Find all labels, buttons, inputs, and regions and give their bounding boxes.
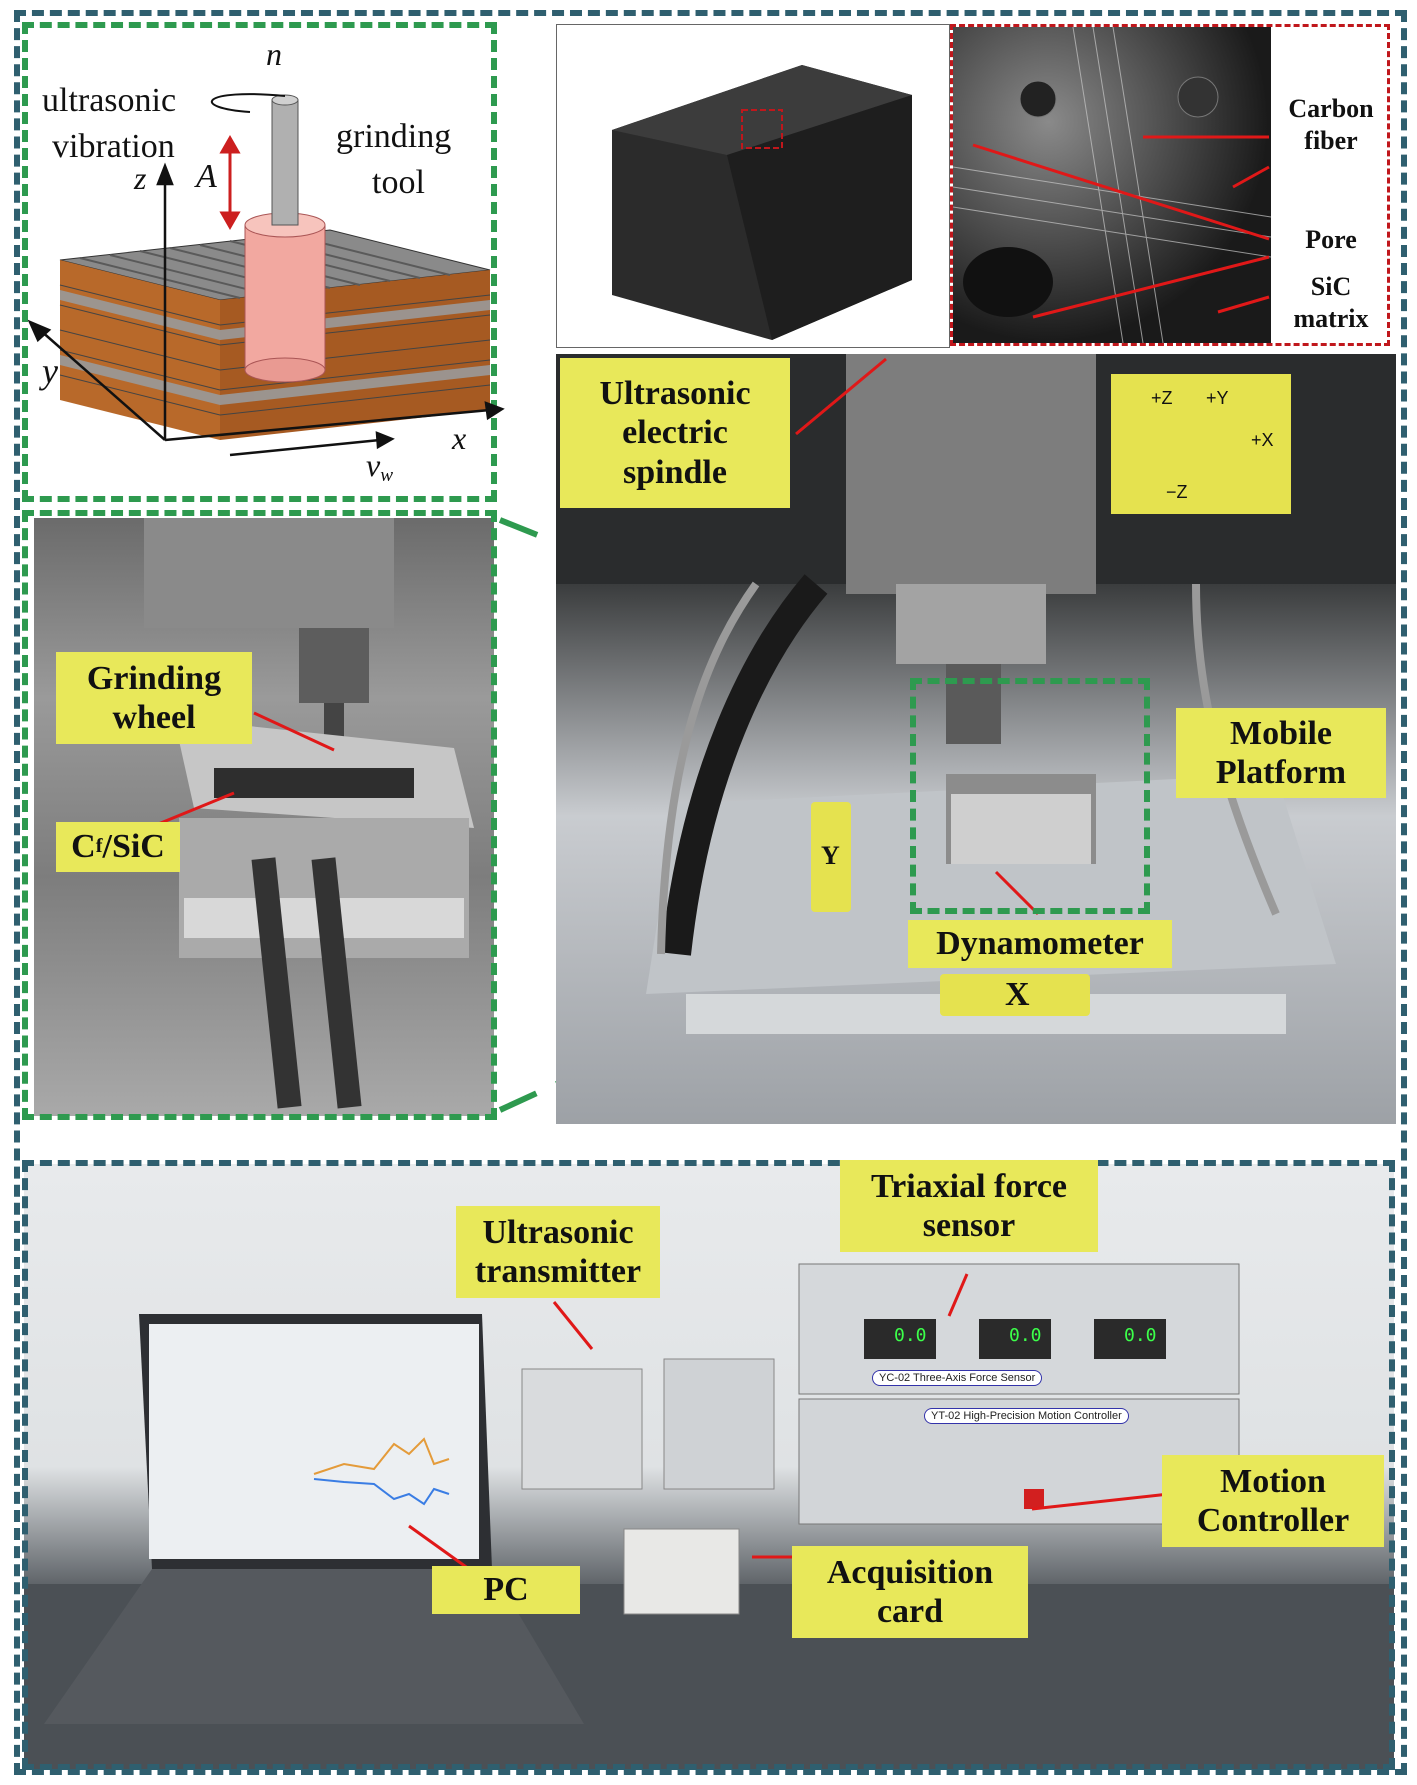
closeup-panel <box>22 510 497 1120</box>
acquisition-card-label: Acquisition card <box>792 1546 1028 1638</box>
grinding-tool-label-line1: grinding <box>336 118 452 155</box>
force-display-3: 0.0 <box>1124 1325 1157 1346</box>
ultrasonic-label-line2: vibration <box>52 128 175 165</box>
schematic-panel <box>22 22 497 502</box>
figure-frame <box>14 10 1407 1775</box>
micrograph-inset: Carbon fiber Pore SiC matrix <box>950 24 1390 346</box>
force-display-2: 0.0 <box>1009 1325 1042 1346</box>
axis-plus-z: +Z <box>1151 388 1173 408</box>
material-block-photo <box>556 24 950 348</box>
axis-minus-z: −Z <box>1166 482 1188 502</box>
bench-panel <box>22 1160 1395 1770</box>
ultrasonic-label-line1: ultrasonic <box>42 82 177 119</box>
dynamometer-highlight <box>910 678 1150 914</box>
axis-sticker <box>1111 374 1291 514</box>
y-axis-label: y <box>42 351 58 391</box>
micrograph-arrows <box>972 135 1270 319</box>
motion-controller-label: Motion Controller <box>1162 1455 1384 1547</box>
y-sign-text: Y <box>821 841 840 870</box>
ultrasonic-transmitter-label: Ultrasonic transmitter <box>456 1206 660 1298</box>
force-sensor-plate: YC-02 Three-Axis Force Sensor <box>872 1370 1043 1386</box>
amplitude-label: A <box>196 158 217 195</box>
bench-arrows <box>408 1273 1170 1571</box>
x-axis-label: x <box>452 420 467 456</box>
sample-area-marker <box>741 109 783 149</box>
feed-velocity-label: vw <box>366 447 394 486</box>
carbon-fiber-label: Carbon fiber <box>1288 94 1374 155</box>
pore-label: Pore <box>1305 225 1357 254</box>
rotation-n-label: n <box>266 36 282 72</box>
motion-controller-plate: YT-02 High-Precision Motion Controller <box>924 1408 1129 1424</box>
closeup-photo <box>34 518 494 1116</box>
dynamometer-label: Dynamometer <box>908 920 1172 968</box>
grinding-wheel-label: Grinding wheel <box>56 652 252 744</box>
y-sign <box>811 802 851 912</box>
x-sign <box>940 974 1090 1016</box>
x-sign-text: X <box>1005 976 1030 1013</box>
axis-plus-y: +Y <box>1206 388 1229 408</box>
sic-matrix-label: SiC matrix <box>1293 272 1369 333</box>
axis-plus-x: +X <box>1251 430 1274 450</box>
pc-label: PC <box>432 1566 580 1614</box>
mobile-platform-label: Mobile Platform <box>1176 708 1386 798</box>
spindle-label: Ultrasonic electric spindle <box>560 358 790 508</box>
force-display-1: 0.0 <box>894 1325 927 1346</box>
grinding-tool-label-line2: tool <box>372 164 425 201</box>
z-axis-label: z <box>134 160 147 196</box>
triaxial-force-sensor-label: Triaxial force sensor <box>840 1160 1098 1252</box>
